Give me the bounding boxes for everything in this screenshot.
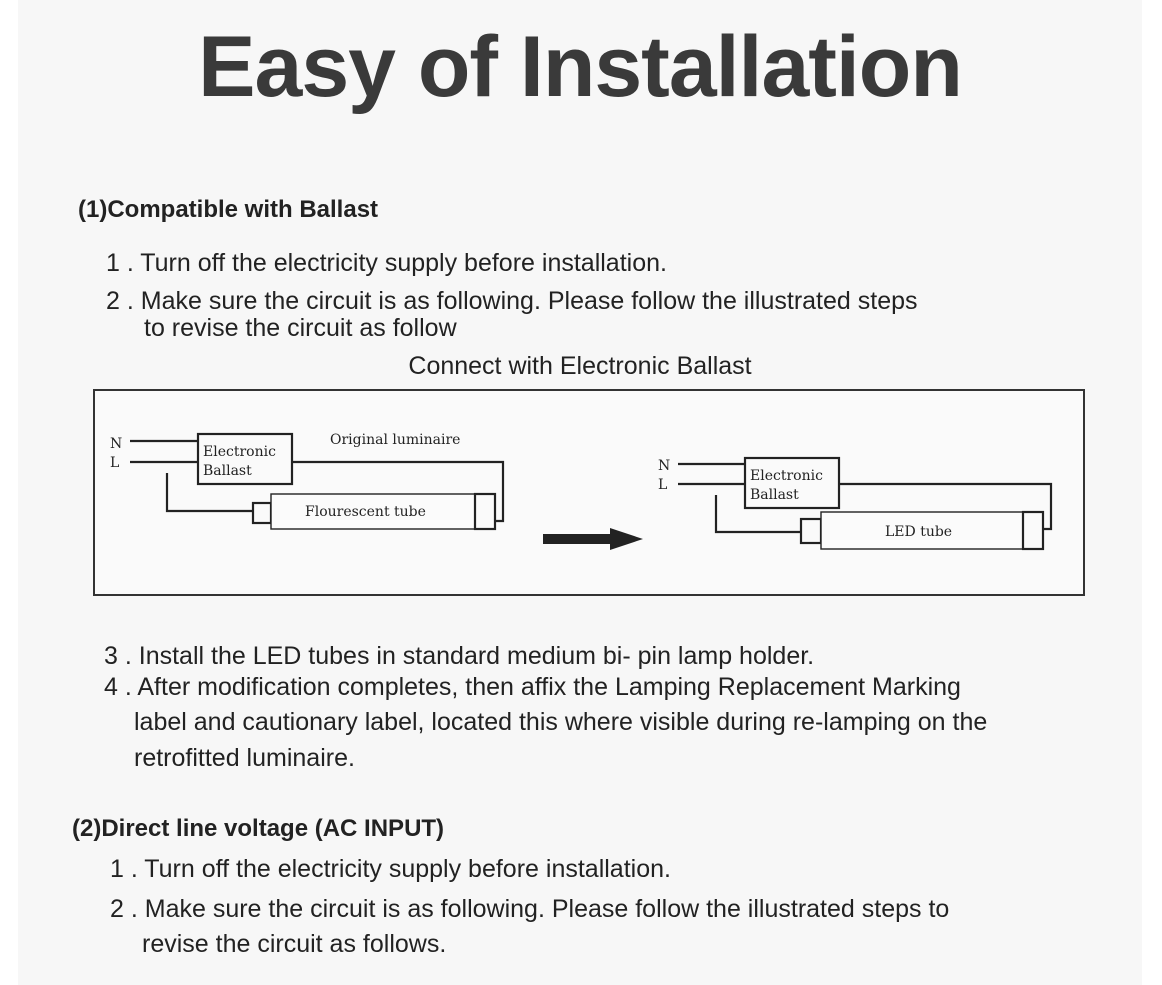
ballast-label-line1: Electronic (750, 468, 823, 484)
ballast-label-line1: Electronic (203, 444, 276, 460)
section1-step-3: 3 . Install the LED tubes in standard me… (104, 641, 814, 671)
section1-step-2-continuation: to revise the circuit as follow (144, 314, 457, 342)
l-label: L (658, 477, 667, 493)
step-text: Make sure the circuit is as following. P… (140, 287, 918, 315)
step-number: 1 . (106, 249, 134, 277)
ballast-label-line2: Ballast (750, 487, 799, 503)
arrow-right-icon (543, 528, 643, 550)
page: Easy of Installation (1)Compatible with … (18, 0, 1142, 985)
step-text: Turn off the electricity supply before i… (140, 249, 667, 277)
diagram-title: Connect with Electronic Ballast (408, 352, 752, 380)
section1-step-2: 2 . Make sure the circuit is as followin… (106, 286, 918, 316)
section2-step-1: 1 . Turn off the electricity supply befo… (110, 854, 671, 884)
section1-step-4-line2: label and cautionary label, located this… (134, 708, 988, 736)
section1-step-4: 4 . After modification completes, then a… (104, 672, 961, 702)
n-label: N (110, 436, 122, 452)
ballast-label-line2: Ballast (203, 463, 252, 479)
step-text: Turn off the electricity supply before i… (144, 855, 671, 883)
step-number: 3 . (104, 642, 132, 670)
step-number: 1 . (110, 855, 138, 883)
step-number: 2 . (110, 895, 138, 923)
page-title: Easy of Installation (198, 19, 963, 115)
wiring-diagram-svg: N L Electronic Ballast Original luminair… (110, 432, 1053, 551)
l-label: L (110, 455, 119, 471)
section1-step-4-line3: retrofitted luminaire. (134, 744, 355, 772)
step-text: After modification completes, then affix… (137, 673, 961, 701)
fluorescent-tube-label: Flourescent tube (305, 504, 426, 520)
section2-heading: (2)Direct line voltage (AC INPUT) (72, 815, 445, 842)
section1-heading: (1)Compatible with Ballast (78, 196, 379, 223)
luminaire-label: Original luminaire (330, 432, 460, 448)
step-number: 2 . (106, 287, 134, 315)
section2-step-2: 2 . Make sure the circuit is as followin… (110, 894, 949, 924)
section2-step-2-continuation: revise the circuit as follows. (142, 930, 447, 958)
wiring-diagram: N L Electronic Ballast Original luminair… (93, 389, 1085, 596)
step-text: Make sure the circuit is as following. P… (144, 895, 950, 923)
step-text: Install the LED tubes in standard medium… (138, 642, 815, 670)
section1-step-1: 1 . Turn off the electricity supply befo… (106, 248, 667, 278)
led-tube-label: LED tube (885, 524, 952, 540)
n-label: N (658, 458, 670, 474)
step-number: 4 . (104, 673, 132, 701)
